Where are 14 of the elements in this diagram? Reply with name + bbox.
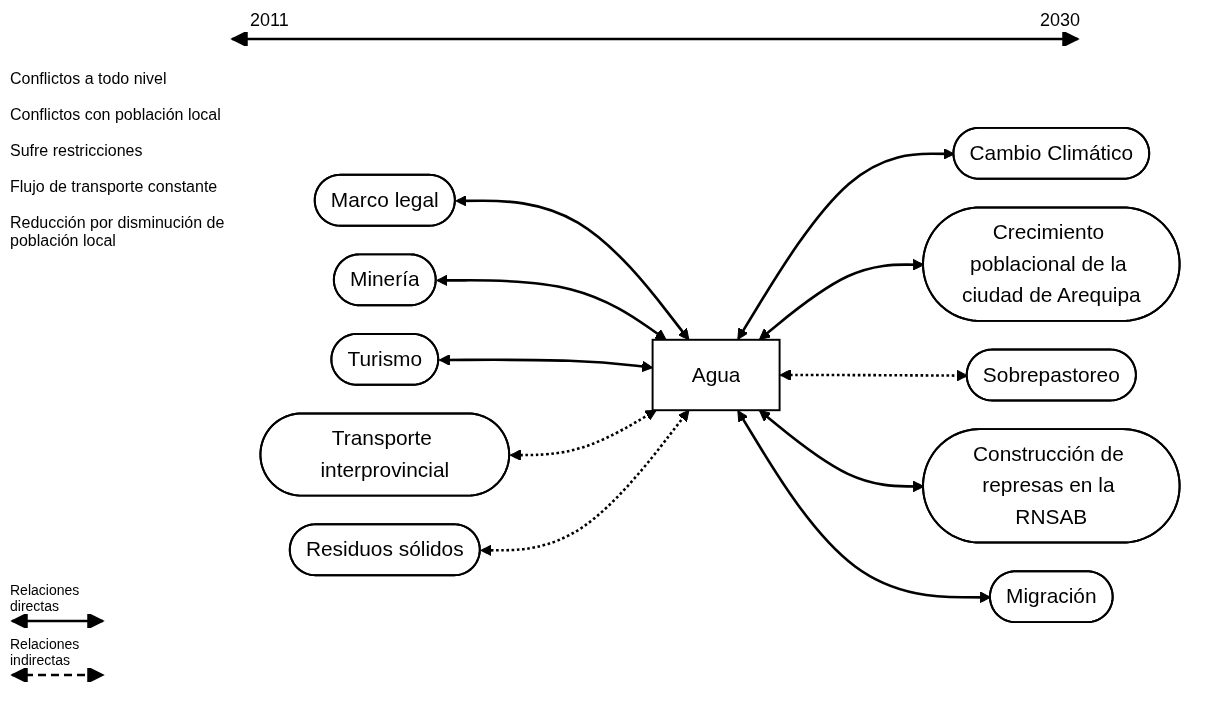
- note-text: Reducción por disminución de población local: [10, 214, 226, 250]
- legend-label: Relaciones indirectas: [10, 636, 81, 668]
- note-text: Conflictos a todo nivel: [10, 70, 168, 88]
- legend-label: Relaciones directas: [10, 582, 81, 614]
- note-text: Flujo de transporte constante: [10, 178, 219, 196]
- arrow: [480, 409, 690, 557]
- arrow: [509, 409, 657, 461]
- node-box: Agua: [651, 338, 781, 412]
- arrow: [455, 195, 690, 341]
- note-text: Sufre restricciones: [10, 142, 144, 160]
- arrow: [436, 274, 667, 341]
- year-label: 2011: [250, 10, 289, 31]
- year-label: 2030: [1039, 10, 1080, 31]
- note-text: Conflictos con población local: [10, 106, 222, 124]
